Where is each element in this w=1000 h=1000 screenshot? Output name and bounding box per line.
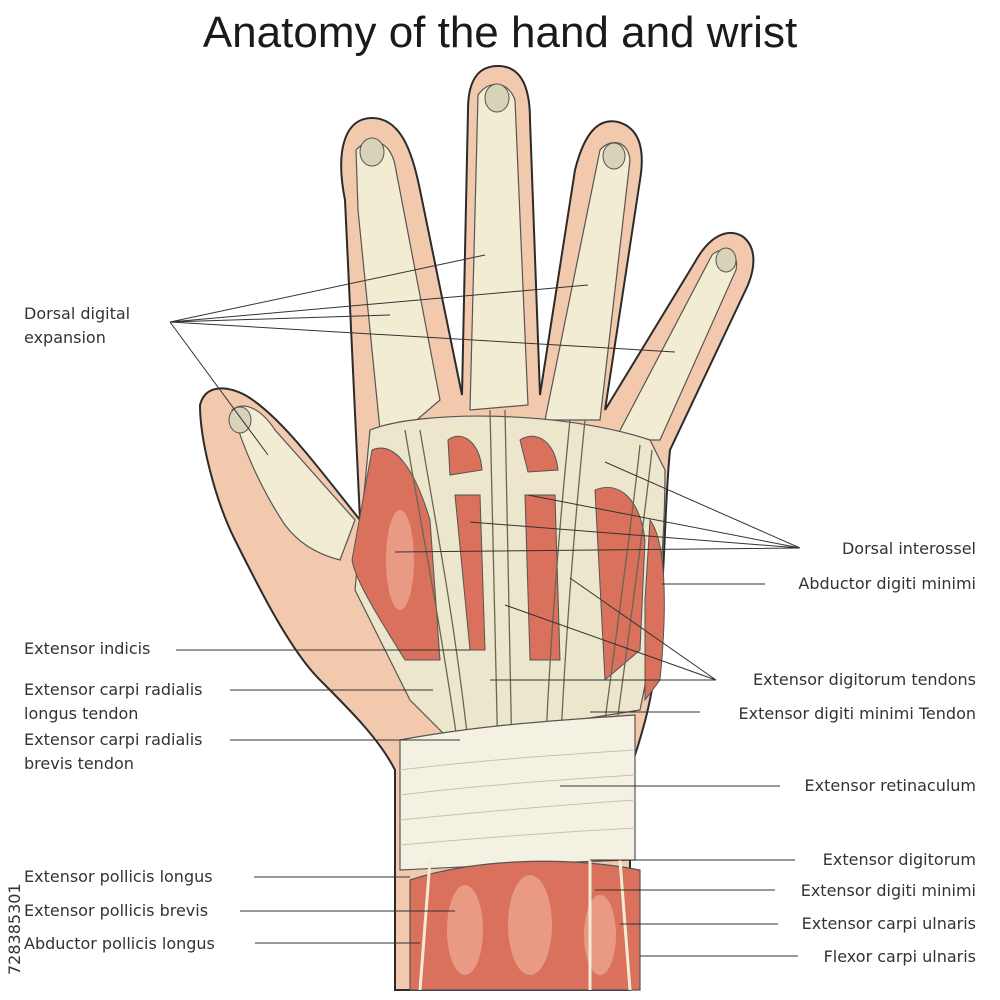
label-extensor-digitorum: Extensor digitorum — [822, 850, 976, 869]
dorsal-interosseous-2 — [454, 494, 486, 651]
stock-id-watermark: 728385301 — [5, 883, 24, 975]
label-extensor-pollicis-brevis: Extensor pollicis brevis — [24, 901, 209, 920]
label-extensor-pollicis-longus: Extensor pollicis longus — [24, 867, 213, 886]
label-flexor-carpi-ulnaris: Flexor carpi ulnaris — [823, 947, 976, 966]
dorsal-interosseous-1-highlight — [386, 510, 414, 610]
nail-index — [359, 137, 385, 167]
nail-thumb — [228, 406, 252, 434]
forearm-tendons — [418, 859, 632, 991]
label-abductor-digiti-minimi: Abductor digiti minimi — [798, 574, 976, 593]
extensor-tendons — [404, 409, 653, 761]
extensor-retinaculum-band — [399, 714, 636, 871]
stock-id-text: 728385301 — [5, 883, 24, 975]
label-extensor-digiti-minimi-tendon: Extensor digiti minimi Tendon — [738, 704, 977, 723]
diagram-title: Anatomy of the hand and wrist — [202, 8, 798, 57]
leader-lines — [169, 254, 801, 957]
knuckle-gap-1 — [447, 435, 483, 476]
label-extensor-retinaculum: Extensor retinaculum — [804, 776, 976, 795]
dorsal-interosseous-3 — [524, 494, 561, 661]
ring-finger-tendon — [544, 142, 631, 421]
label-extensor-carpi-ulnaris: Extensor carpi ulnaris — [801, 914, 976, 933]
thumb-tendon — [231, 405, 356, 561]
label-abductor-pollicis-longus: Abductor pollicis longus — [24, 934, 215, 953]
nail-little — [715, 247, 737, 273]
nail-ring — [602, 142, 626, 170]
retinaculum-fibers — [399, 749, 636, 846]
dorsal-interosseous-4 — [594, 487, 646, 682]
label-extensor-digiti-minimi: Extensor digiti minimi — [800, 881, 976, 900]
nail-middle — [484, 83, 510, 113]
label-dorsal-interossei: Dorsal interossel — [841, 539, 976, 558]
forearm-muscle-highlights — [447, 875, 616, 975]
label-extensor-indicis: Extensor indicis — [24, 639, 151, 658]
knuckle-gap-2 — [519, 435, 559, 473]
label-extensor-digitorum-tendons: Extensor digitorum tendons — [753, 670, 976, 689]
